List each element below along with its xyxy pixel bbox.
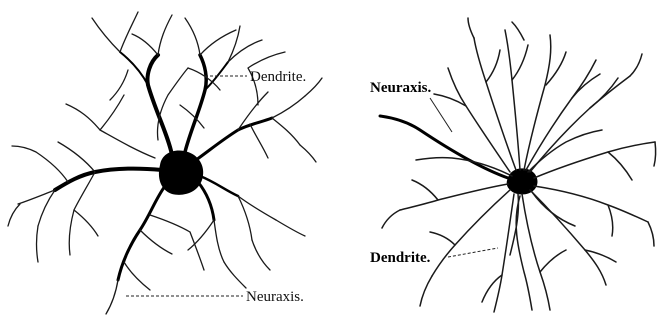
right-neuraxis-leader	[430, 98, 452, 132]
right-neuron-illustration	[380, 18, 656, 312]
right-cell-body	[507, 168, 538, 194]
right-neuraxis-process	[380, 116, 508, 178]
left-cell-body	[159, 151, 203, 195]
left-neuron-illustration	[8, 12, 322, 314]
right-dendrite-leader	[448, 248, 498, 257]
left-neuraxis-label: Neuraxis.	[246, 289, 304, 305]
right-neuraxis-label: Neuraxis.	[370, 80, 431, 96]
right-dendrite-branches	[382, 18, 656, 312]
right-dendrite-label: Dendrite.	[370, 250, 431, 266]
left-dendrite-label: Dendrite.	[250, 69, 306, 85]
